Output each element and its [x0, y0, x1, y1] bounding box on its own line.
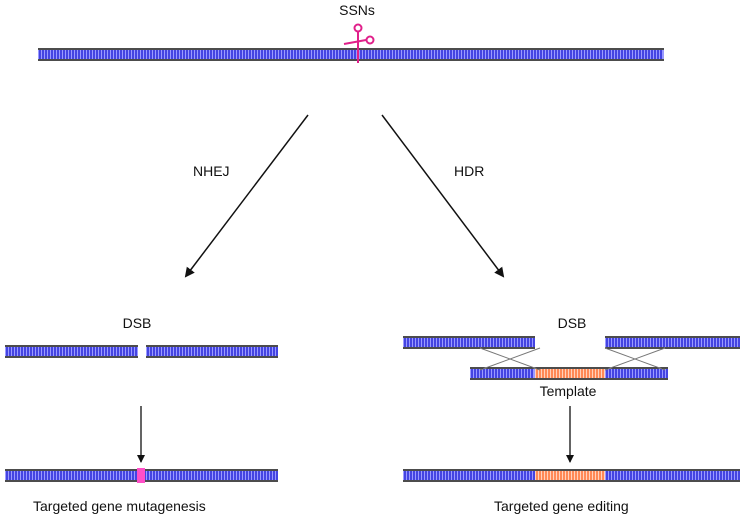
- arrow-hdr: [381, 114, 505, 278]
- dna-right-dsb: [403, 336, 740, 380]
- dna-left-dsb: [5, 345, 278, 358]
- template-insert: [535, 367, 605, 380]
- dna-edited-right: [605, 469, 740, 482]
- dna-left-outcome: [5, 468, 278, 483]
- dna-top: [38, 46, 664, 63]
- arrow-nhej: [184, 114, 309, 278]
- label-outcome-left: Targeted gene mutagenesis: [33, 498, 206, 514]
- template-arm-right: [605, 367, 668, 380]
- dna-edited-insert: [535, 469, 605, 482]
- scissors-icon: [343, 23, 375, 62]
- dna-strand-top: [38, 48, 664, 61]
- label-nuclease: SSNs: [339, 2, 375, 18]
- dna-broken-right: [605, 336, 740, 349]
- dna-left-fragment: [5, 345, 138, 358]
- crossover-lines: [479, 347, 666, 371]
- dna-broken-left: [403, 336, 535, 349]
- label-nhej: NHEJ: [193, 163, 230, 179]
- label-dsb-right: DSB: [557, 315, 587, 331]
- dna-right-outcome: [403, 469, 740, 482]
- label-dsb-left: DSB: [122, 315, 152, 331]
- dna-edited-left: [403, 469, 535, 482]
- dna-right-fragment: [146, 345, 278, 358]
- label-outcome-right: Targeted gene editing: [494, 498, 629, 514]
- label-template: Template: [539, 383, 597, 399]
- template-arm-left: [470, 367, 535, 380]
- mutation-site: [137, 468, 145, 483]
- label-hdr: HDR: [454, 163, 485, 179]
